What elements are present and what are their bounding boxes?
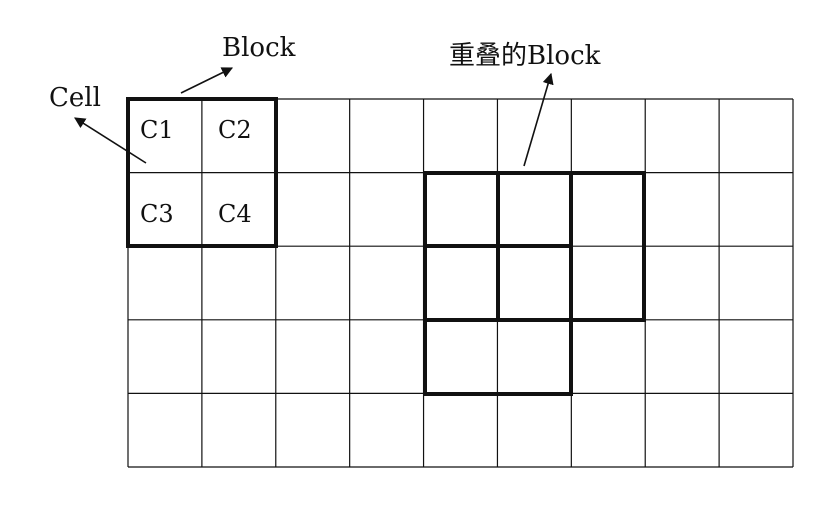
cell-labels: C1 C2 C3 C4: [140, 116, 252, 228]
callout-block: Block: [222, 33, 296, 63]
callout-cell: Cell: [49, 83, 101, 113]
cell-label-c2: C2: [218, 116, 252, 144]
cell-label-c1: C1: [140, 116, 174, 144]
arrows: [74, 67, 554, 167]
arrow-overlap-block: [523, 72, 554, 167]
block-outlines: [126, 97, 646, 396]
cell-label-c3: C3: [140, 200, 174, 228]
block-c1-c4: [126, 97, 278, 248]
callout-overlap-block: 重叠的Block: [449, 41, 601, 71]
grid-lines: [127, 98, 794, 468]
arrow-block: [180, 67, 234, 94]
overlap-block-3: [423, 244, 573, 396]
cell-label-c4: C4: [218, 200, 252, 228]
arrow-cell: [74, 117, 147, 164]
